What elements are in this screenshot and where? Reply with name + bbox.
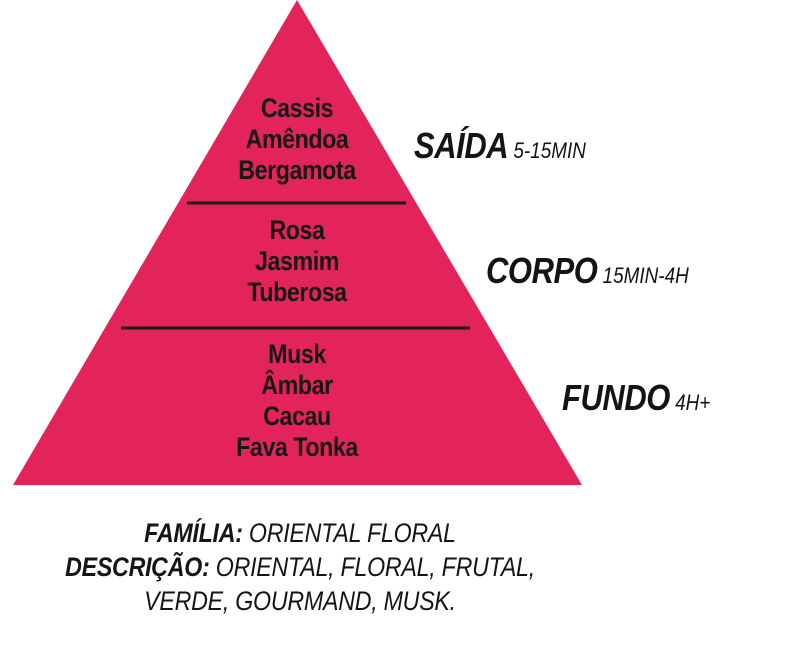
stage-duration: 4H+ xyxy=(675,390,711,415)
heart-notes-list: Rosa Jasmim Tuberosa xyxy=(211,215,383,308)
stage-name: CORPO xyxy=(486,250,598,291)
fragrance-info: FAMÍLIA: ORIENTAL FLORAL DESCRIÇÃO: ORIE… xyxy=(42,516,558,618)
note-item: Cacau xyxy=(263,401,331,431)
note-item: Cassis xyxy=(260,93,334,123)
top-notes-list: Cassis Amêndoa Bergamota xyxy=(211,93,383,186)
description-line: DESCRIÇÃO: ORIENTAL, FLORAL, FRUTAL, xyxy=(42,550,558,584)
description-value-line1: ORIENTAL, FLORAL, FRUTAL, xyxy=(215,552,535,582)
note-item: Âmbar xyxy=(261,370,333,400)
note-item: Rosa xyxy=(269,215,325,245)
stage-duration: 15MIN-4H xyxy=(602,263,689,288)
note-item: Fava Tonka xyxy=(236,432,358,462)
note-item: Bergamota xyxy=(238,155,356,185)
note-item: Amêndoa xyxy=(245,124,349,154)
stage-name: SAÍDA xyxy=(414,125,509,166)
base-notes-list: Musk Âmbar Cacau Fava Tonka xyxy=(194,339,400,463)
pyramid-shape xyxy=(13,0,582,485)
description-label: DESCRIÇÃO: xyxy=(65,552,210,582)
note-item: Tuberosa xyxy=(247,277,347,307)
description-value-line2: VERDE, GOURMAND, MUSK. xyxy=(144,586,456,616)
stage-duration: 5-15MIN xyxy=(513,138,586,163)
family-line: FAMÍLIA: ORIENTAL FLORAL xyxy=(42,516,558,550)
note-item: Jasmim xyxy=(255,246,339,276)
note-item: Musk xyxy=(268,339,326,369)
family-value: ORIENTAL FLORAL xyxy=(248,518,456,548)
family-label: FAMÍLIA: xyxy=(144,518,243,548)
stage-name: FUNDO xyxy=(562,377,670,418)
